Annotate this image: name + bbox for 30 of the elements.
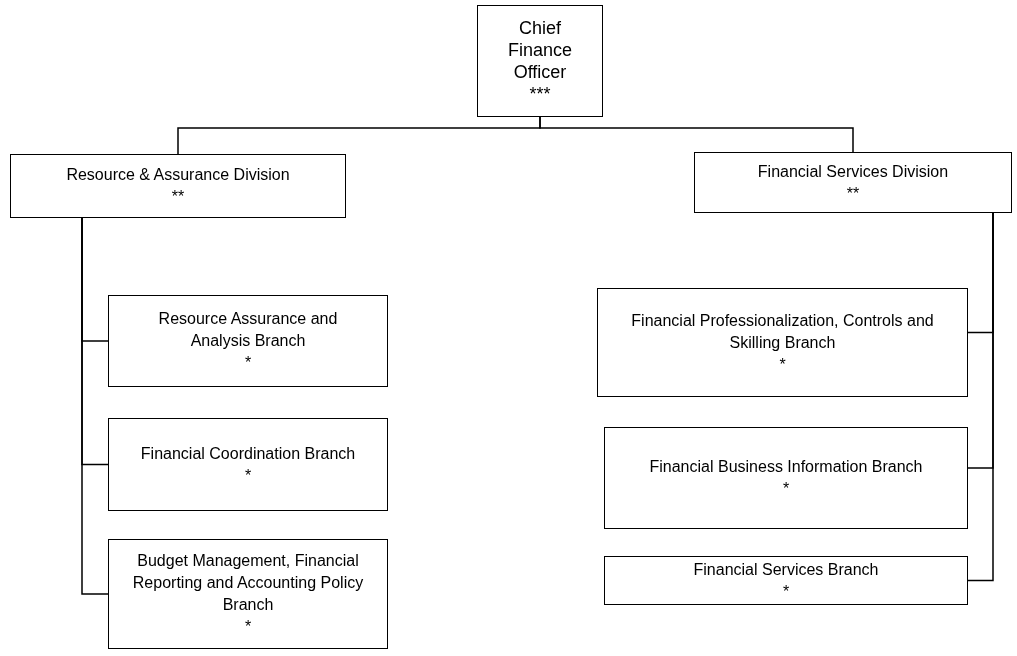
- rank-marker: **: [846, 183, 860, 204]
- unit-title: Financial Services Division: [757, 161, 949, 182]
- unit-title: Financial Services Branch: [693, 559, 879, 580]
- unit-title: Chief Finance Officer: [506, 17, 573, 83]
- unit-title: Resource & Assurance Division: [66, 165, 290, 185]
- connector-line: [539, 116, 854, 153]
- org-unit-box: [604, 556, 968, 605]
- unit-title: Resource Assurance and Analysis Branch: [157, 309, 339, 351]
- org-unit-box: [604, 427, 968, 529]
- rank-marker: *: [782, 479, 790, 499]
- org-unit-box: [108, 295, 388, 387]
- rank-marker: **: [171, 187, 185, 207]
- connector-line: [81, 217, 109, 595]
- org-unit-box: [108, 418, 388, 511]
- org-unit-box: [694, 152, 1012, 213]
- executive-box: [477, 5, 603, 117]
- unit-title: Financial Coordination Branch: [140, 443, 356, 464]
- org-unit-box: [597, 288, 968, 397]
- org-unit-box: [108, 539, 388, 649]
- rank-marker: ***: [529, 83, 551, 105]
- org-unit-box: [10, 154, 346, 218]
- rank-marker: *: [779, 354, 786, 375]
- rank-marker: *: [244, 353, 252, 373]
- connector-line: [967, 212, 994, 582]
- rank-marker: *: [244, 617, 252, 637]
- unit-title: Financial Business Information Branch: [649, 457, 923, 477]
- unit-title: Financial Professionalization, Controls and Skilling Branch: [630, 310, 935, 353]
- rank-marker: *: [782, 581, 790, 602]
- unit-title: Budget Management, Financial Reporting and Accounting Policy Branch: [131, 551, 365, 615]
- rank-marker: *: [244, 465, 252, 486]
